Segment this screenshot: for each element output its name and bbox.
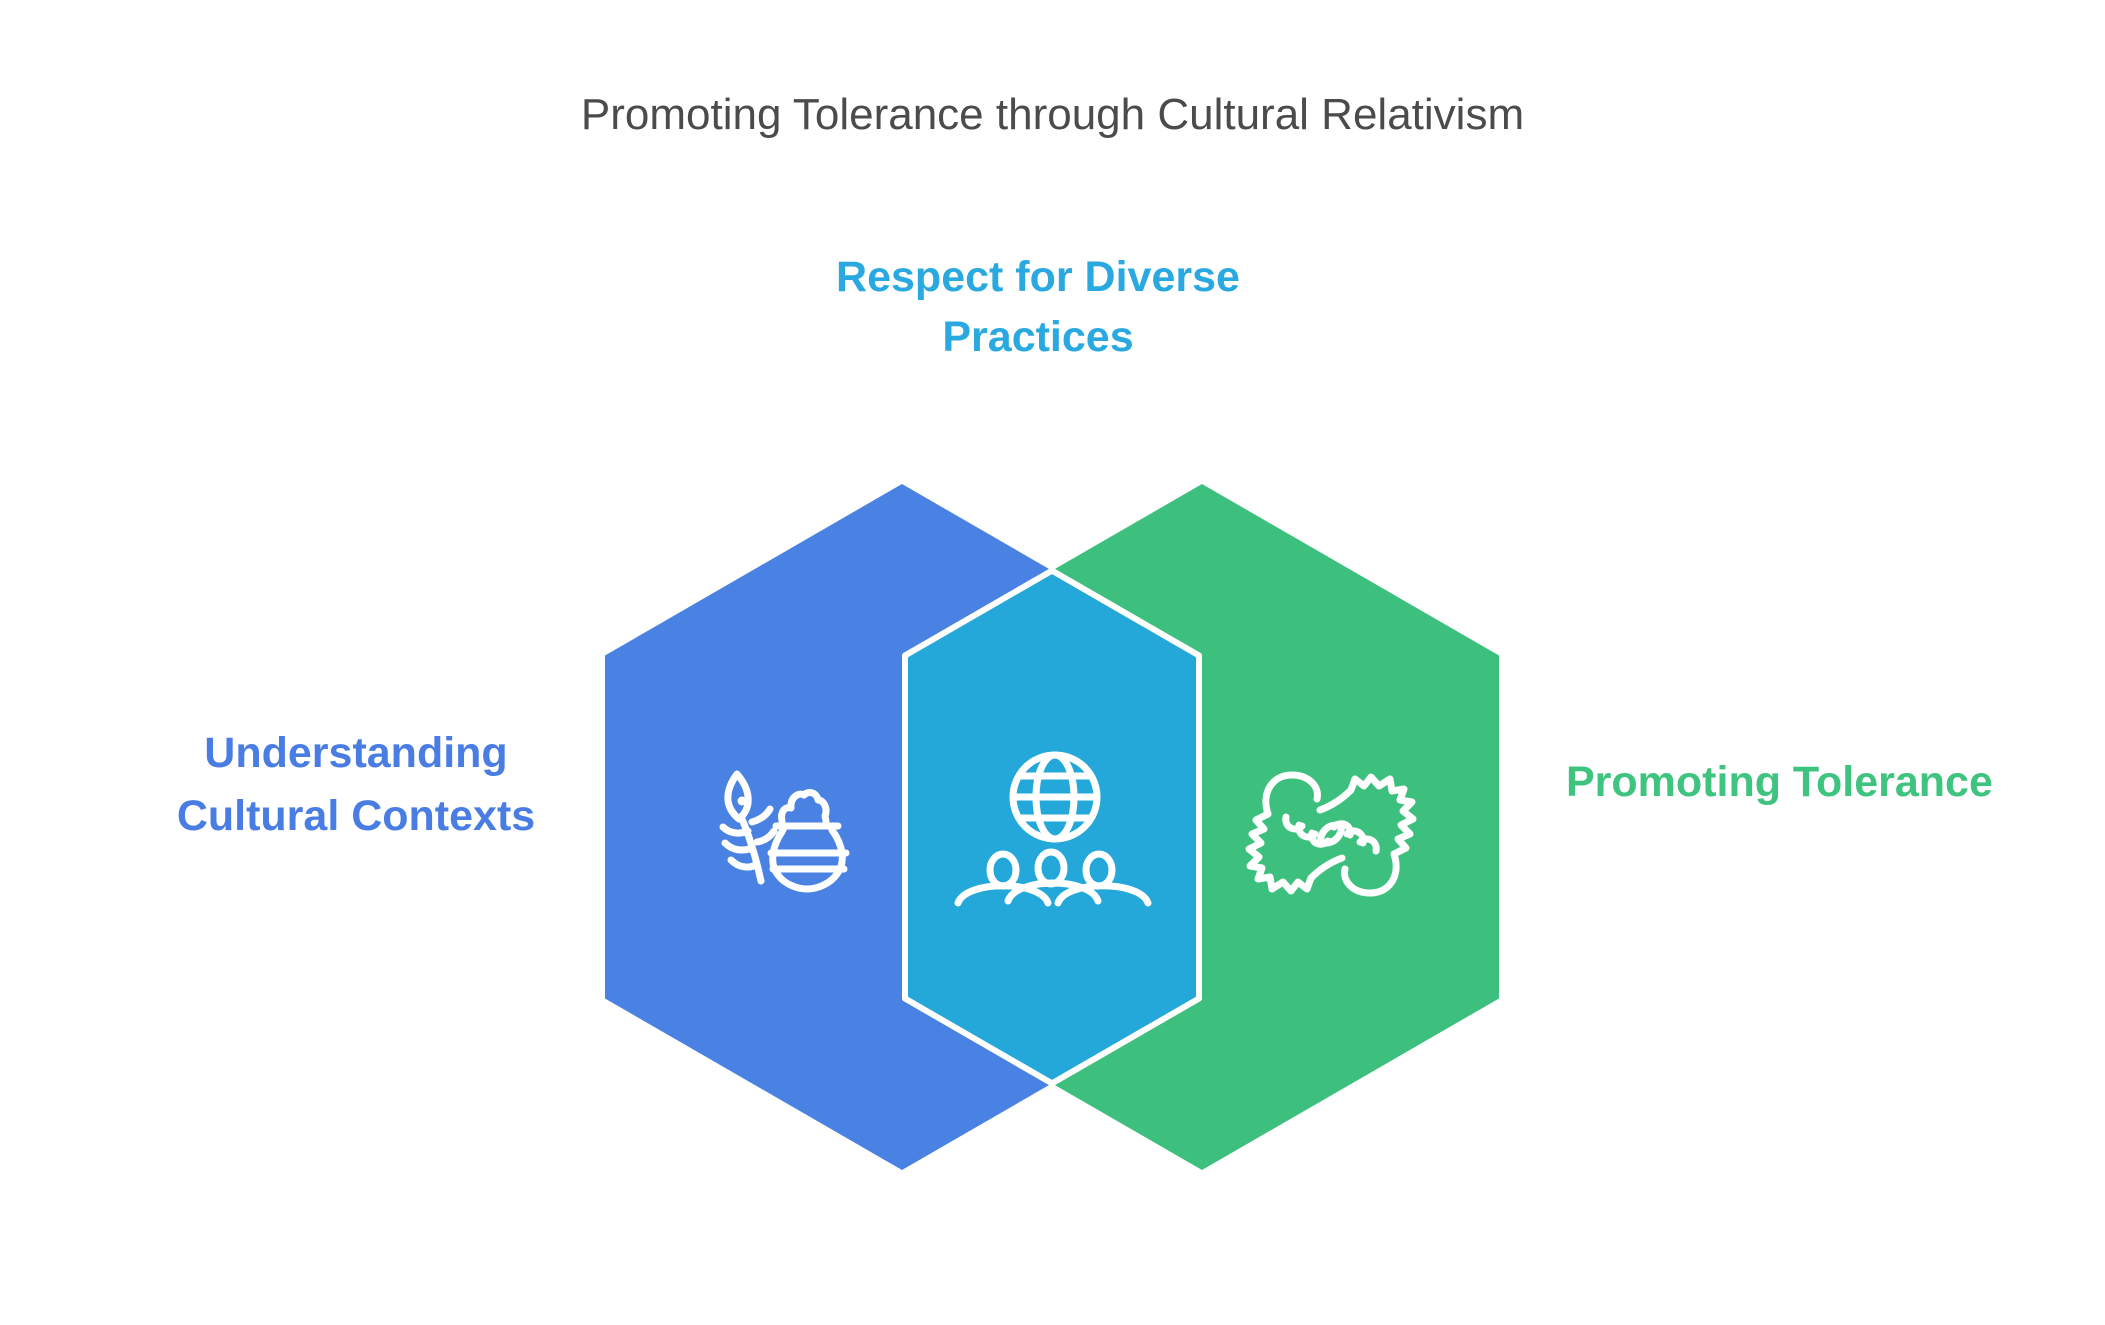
label-promoting-tolerance: Promoting Tolerance [1566, 752, 2086, 812]
label-line: Promoting Tolerance [1566, 758, 1993, 806]
label-respect-for-diverse-practices: Respect for Diverse Practices [738, 247, 1338, 367]
globe-community-icon [954, 751, 1152, 907]
label-understanding-cultural-contexts: Understanding Cultural Contexts [56, 722, 656, 848]
label-line: Respect for Diverse [836, 253, 1240, 301]
feather-and-pot-icon [719, 770, 850, 893]
overlap-hexagon [902, 567, 1202, 1087]
unity-hands-icon [1245, 771, 1413, 893]
label-line: Practices [942, 313, 1134, 361]
label-line: Cultural Contexts [176, 792, 536, 840]
diagram-title: Promoting Tolerance through Cultural Rel… [580, 90, 1525, 139]
label-line: Understanding [204, 729, 508, 777]
